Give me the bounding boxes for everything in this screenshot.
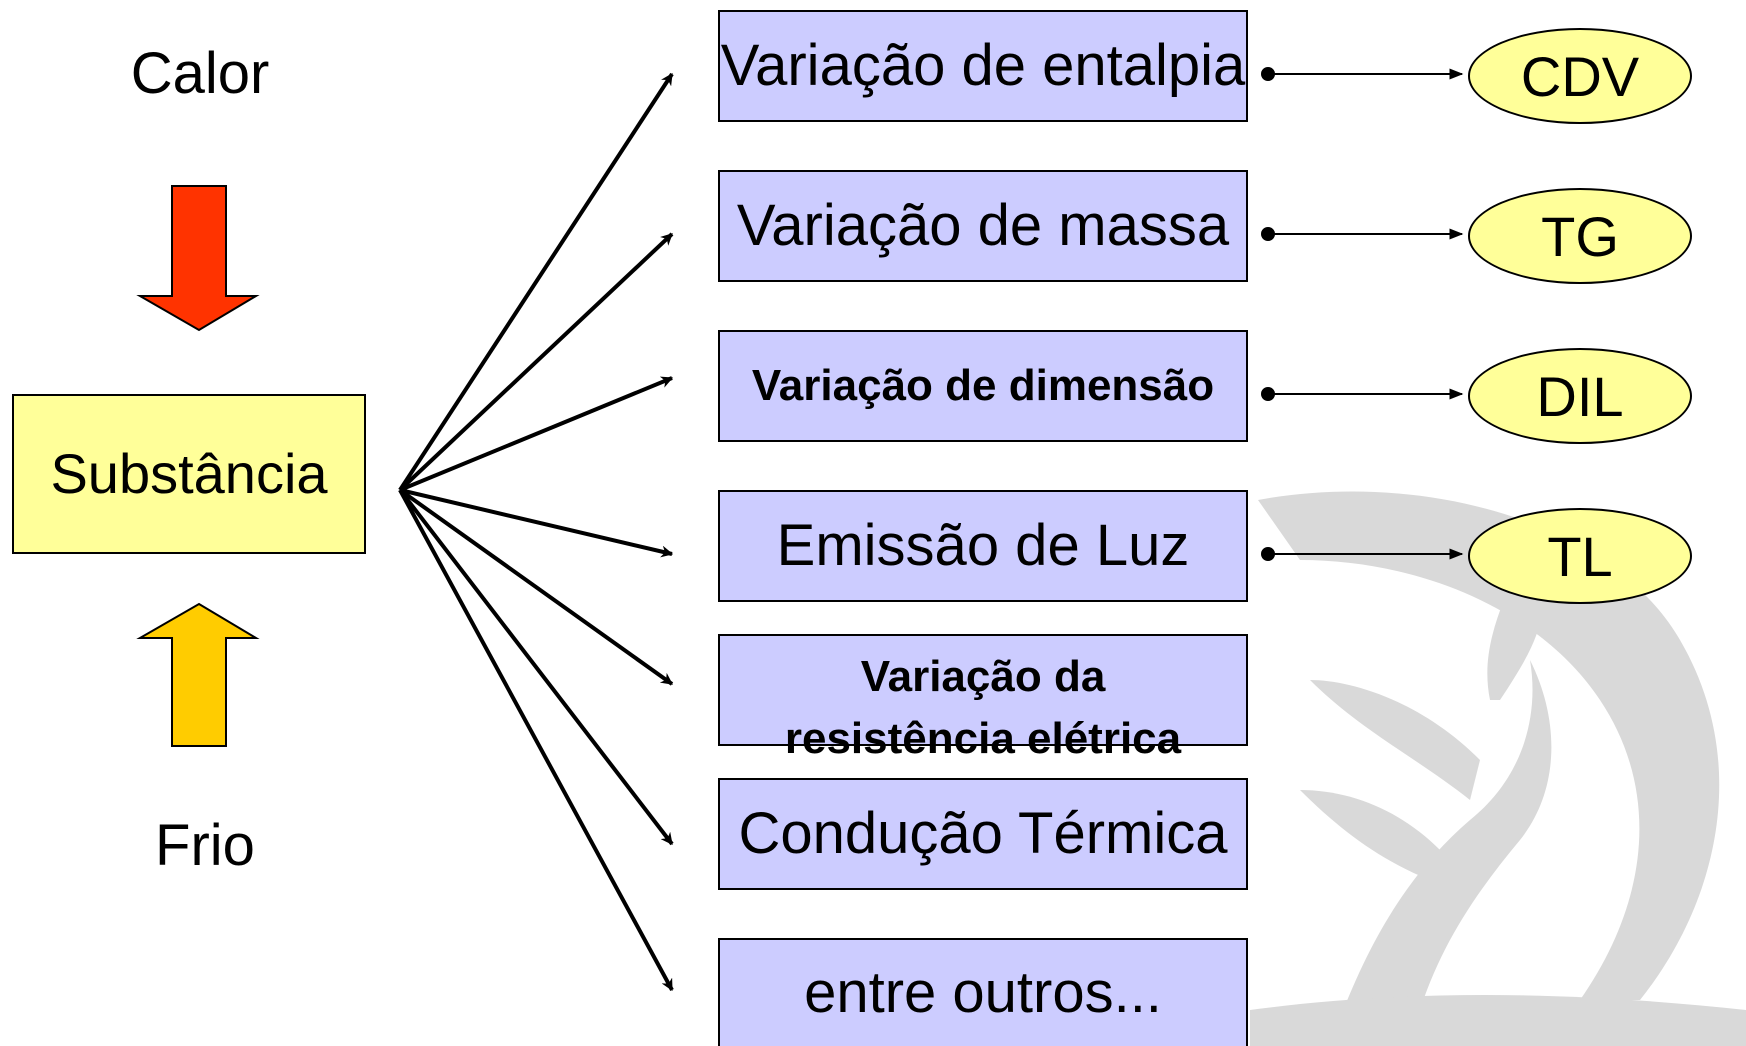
cold-label: Frio: [155, 813, 255, 878]
fan-arrow-4: [399, 488, 674, 558]
down-arrow-icon: [136, 185, 260, 332]
property-label: Emissão de Luz: [776, 513, 1190, 579]
technique-oval-cdv: CDV: [1468, 28, 1692, 124]
technique-label: TL: [1547, 524, 1613, 588]
property-box-thermal-conduction: Condução Térmica: [718, 778, 1248, 890]
property-label: Variação de massa: [736, 193, 1230, 259]
fan-arrow-6: [398, 488, 674, 846]
substance-box: Substância: [12, 394, 366, 554]
property-box-dimension: Variação de dimensão: [718, 330, 1248, 442]
property-label: Variação de dimensão: [751, 360, 1215, 410]
technique-label: CDV: [1520, 44, 1640, 108]
property-label: entre outros...: [804, 960, 1162, 1026]
property-label: Variação da resistência elétrica: [784, 652, 1182, 763]
fan-arrow-5: [398, 488, 674, 686]
technique-oval-tg: TG: [1468, 188, 1692, 284]
technique-label: DIL: [1536, 364, 1624, 428]
property-box-light-emission: Emissão de Luz: [718, 490, 1248, 602]
property-box-electrical-resistance: Variação da resistência elétrica: [718, 634, 1248, 763]
property-label: Variação de entalpia: [720, 33, 1246, 99]
technique-oval-dil: DIL: [1468, 348, 1692, 444]
fan-arrow-2: [398, 232, 674, 492]
technique-oval-tl: TL: [1468, 508, 1692, 604]
property-box-mass: Variação de massa: [718, 170, 1248, 282]
fan-arrow-7: [398, 489, 674, 992]
property-label: Condução Térmica: [738, 801, 1228, 867]
heat-label: Calor: [130, 41, 270, 106]
technique-label: TG: [1541, 204, 1619, 268]
property-box-enthalpy: Variação de entalpia: [718, 10, 1248, 122]
fan-arrow-3: [399, 376, 674, 492]
property-box-others: entre outros...: [718, 938, 1248, 1046]
up-arrow-icon: [136, 602, 260, 747]
substance-label: Substância: [50, 442, 328, 506]
fan-arrow-1: [398, 72, 674, 492]
